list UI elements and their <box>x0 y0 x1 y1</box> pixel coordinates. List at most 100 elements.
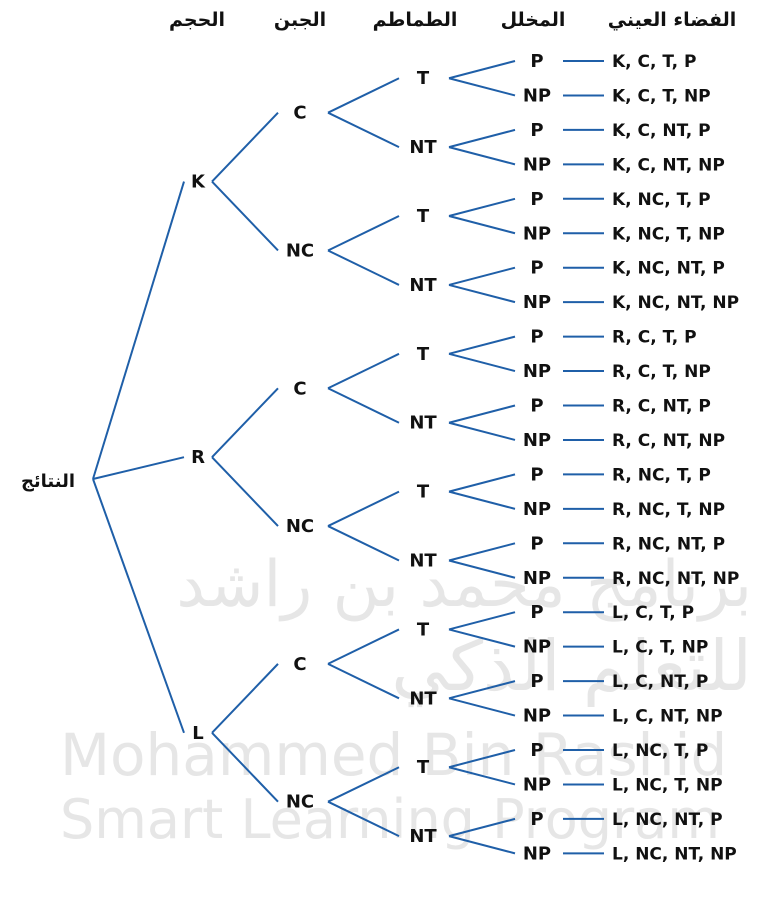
tomato-node-NT: NT <box>409 413 437 434</box>
edge-T-P <box>448 60 516 80</box>
edge-NT-NP <box>448 146 516 166</box>
outcome-label: R, C, NT, NP <box>612 431 725 451</box>
tomato-node-NT: NT <box>409 826 437 847</box>
edge-NT-P <box>448 404 516 424</box>
edge-C-NT <box>327 111 400 149</box>
outcome-label: R, C, NT, P <box>612 397 711 417</box>
watermark-english-line1: Mohammed Bin Rashid <box>60 721 727 789</box>
pickle-node-NP: NP <box>523 499 551 520</box>
edge-C-NT <box>327 662 400 700</box>
outcome-label: L, C, T, NP <box>612 638 708 658</box>
pickle-node-P: P <box>530 809 543 830</box>
edge-R-NC <box>211 456 279 527</box>
pickle-node-P: P <box>530 740 543 761</box>
edge-T-NP <box>448 766 516 786</box>
pickle-node-NP: NP <box>523 706 551 727</box>
edge-T-P <box>448 335 516 355</box>
outcome-label: L, C, NT, P <box>612 672 708 692</box>
edge-NC-T <box>327 490 400 527</box>
pickle-node-NP: NP <box>523 774 551 795</box>
outcome-label: K, NC, T, NP <box>612 224 725 244</box>
pickle-node-P: P <box>530 258 543 279</box>
edge-NT-NP <box>448 283 516 304</box>
edge-T-NP <box>448 490 516 510</box>
edge-NT-P <box>448 542 516 562</box>
outcome-label: K, NC, NT, NP <box>612 293 739 313</box>
pickle-node-NP: NP <box>523 85 551 106</box>
pickle-node-NP: NP <box>523 637 551 658</box>
header-size: الحجم <box>169 9 225 31</box>
pickle-node-P: P <box>530 671 543 692</box>
pickle-node-NP: NP <box>523 154 551 175</box>
edge-L-NC <box>211 732 279 803</box>
edge-K-C <box>211 111 279 183</box>
cheese-node-C: C <box>293 654 306 675</box>
edge-NT-NP <box>448 697 516 717</box>
edge-C-T <box>327 628 400 665</box>
outcome-label: K, C, T, P <box>612 52 696 72</box>
tree-edges <box>92 60 604 855</box>
outcome-label: K, NC, T, P <box>612 190 711 210</box>
tomato-node-NT: NT <box>409 688 437 709</box>
edge-NT-NP <box>448 559 516 579</box>
pickle-node-P: P <box>530 533 543 554</box>
outcome-label: L, C, T, P <box>612 603 694 623</box>
edge-root-R <box>92 456 185 480</box>
edge-T-NP <box>448 215 516 235</box>
pickle-node-NP: NP <box>523 430 551 451</box>
pickle-node-P: P <box>530 602 543 623</box>
edge-C-T <box>327 77 400 114</box>
tomato-node-T: T <box>417 757 430 778</box>
pickle-node-P: P <box>530 464 543 485</box>
tomato-node-T: T <box>417 68 430 89</box>
header-tomato: الطماطم <box>373 9 458 31</box>
outcome-label: K, NC, NT, P <box>612 259 725 279</box>
outcome-label: L, NC, NT, P <box>612 810 723 830</box>
tomato-node-NT: NT <box>409 275 437 296</box>
pickle-node-P: P <box>530 189 543 210</box>
outcome-label: R, NC, T, P <box>612 465 711 485</box>
header-pickle: المخلل <box>501 9 566 31</box>
tomato-node-T: T <box>417 619 430 640</box>
pickle-node-NP: NP <box>523 843 551 864</box>
edge-NT-P <box>448 266 516 286</box>
outcome-label: L, NC, NT, NP <box>612 844 737 864</box>
pickle-node-P: P <box>530 51 543 72</box>
edge-T-NP <box>448 628 516 648</box>
outcome-label: R, C, T, NP <box>612 362 711 382</box>
tomato-node-T: T <box>417 344 430 365</box>
watermark-arabic-line2: للتعلم الذكي <box>391 625 752 708</box>
tomato-node-NT: NT <box>409 137 437 158</box>
watermark-arabic-line1: برنامج محمد بن راشد <box>176 548 752 622</box>
outcome-label: R, NC, NT, NP <box>612 569 739 589</box>
edge-T-NP <box>448 77 516 97</box>
edge-T-P <box>448 611 516 631</box>
pickle-node-NP: NP <box>523 361 551 382</box>
cheese-node-C: C <box>293 103 306 124</box>
edge-NT-P <box>448 128 516 149</box>
edge-L-C <box>211 663 279 734</box>
edge-T-P <box>448 197 516 217</box>
edge-T-P <box>448 749 516 769</box>
size-node-K: K <box>191 172 206 193</box>
cheese-node-C: C <box>293 378 306 399</box>
edge-C-T <box>327 352 400 390</box>
header-cheese: الجبن <box>274 9 326 31</box>
size-node-R: R <box>191 447 205 468</box>
edge-T-P <box>448 473 516 493</box>
outcome-label: K, C, T, NP <box>612 86 711 106</box>
edge-C-NT <box>327 387 400 424</box>
outcome-label: L, NC, T, P <box>612 741 708 761</box>
header-sample-space: الفضاء العيني <box>608 9 737 31</box>
cheese-node-NC: NC <box>286 240 314 261</box>
edge-root-L <box>92 478 185 734</box>
edge-T-NP <box>448 352 516 373</box>
edge-NT-NP <box>448 421 516 441</box>
tomato-node-T: T <box>417 482 430 503</box>
edge-NC-NT <box>327 525 400 562</box>
edge-NT-NP <box>448 835 516 855</box>
